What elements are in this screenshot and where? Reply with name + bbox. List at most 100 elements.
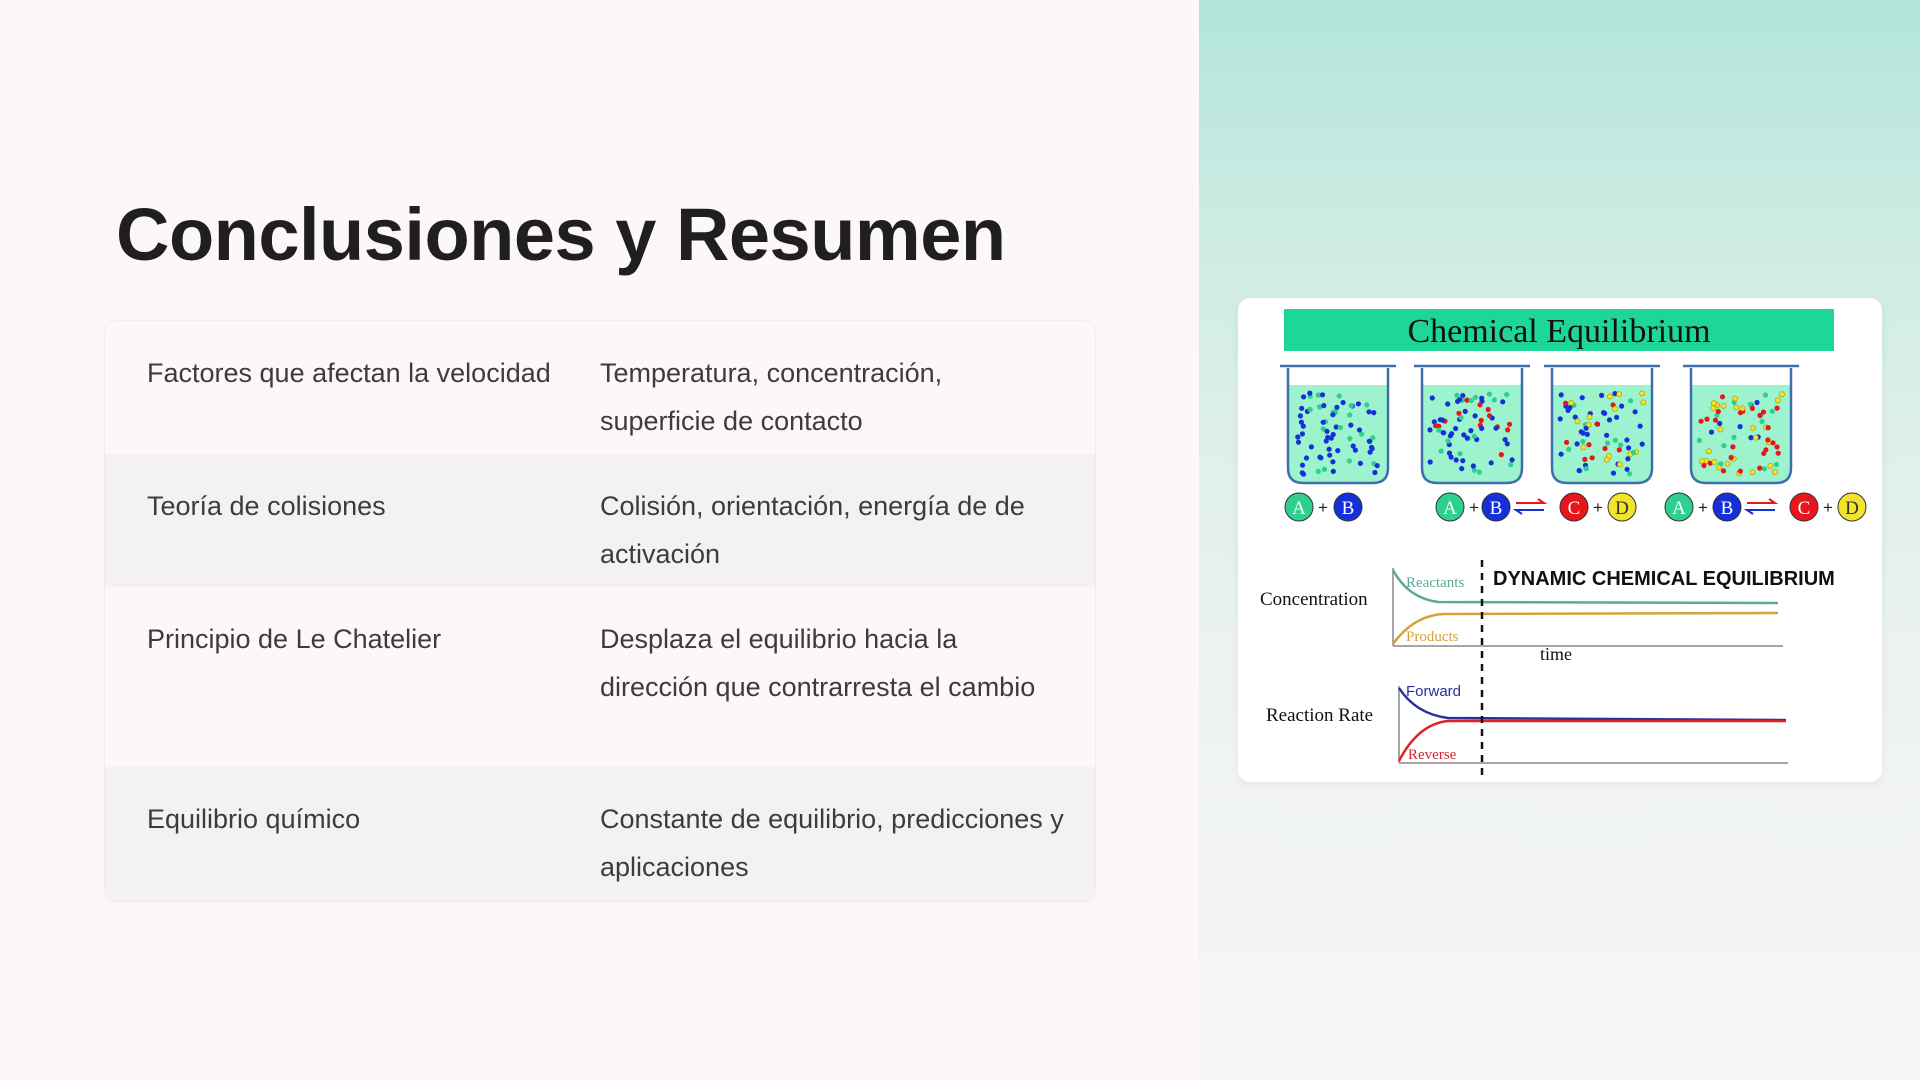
molecule-dot — [1731, 434, 1737, 440]
species-letter: C — [1798, 498, 1811, 519]
molecule-dot — [1724, 460, 1731, 467]
molecule-dot — [1748, 435, 1754, 441]
molecule-dot — [1640, 399, 1647, 406]
molecule-dot — [1307, 406, 1313, 412]
molecule-dot — [1602, 445, 1608, 452]
molecule-dot — [1765, 425, 1771, 431]
molecule-dot — [1460, 393, 1466, 399]
molecule-dot — [1580, 444, 1587, 451]
molecule-dot — [1717, 420, 1723, 427]
molecule-dot — [1698, 458, 1705, 465]
molecule-dot — [1767, 462, 1774, 469]
molecule-dot — [1449, 431, 1455, 437]
molecule-dot — [1488, 460, 1494, 466]
molecule-dot — [1628, 398, 1634, 404]
row-topic: Principio de Le Chatelier — [147, 624, 442, 654]
molecule-dot — [1427, 427, 1433, 433]
molecule-dot — [1433, 423, 1439, 429]
molecule-dot — [1493, 425, 1499, 431]
molecule-dot — [1472, 394, 1478, 400]
species-c-icon: C — [1559, 492, 1589, 522]
molecule-dot — [1586, 414, 1593, 420]
molecule-dot — [1436, 427, 1442, 433]
molecule-dot — [1715, 408, 1721, 415]
molecule-dot — [1370, 435, 1376, 441]
molecule-dot — [1448, 454, 1454, 460]
molecule-dot — [1326, 446, 1332, 452]
molecule-dot — [1568, 399, 1575, 406]
molecule-dot — [1747, 401, 1753, 407]
molecule-dot — [1505, 427, 1511, 433]
row-detail: Temperatura, concentración, superficie d… — [600, 358, 943, 436]
molecule-dot — [1604, 432, 1610, 438]
species-a-icon: A — [1664, 492, 1694, 522]
molecule-dot — [1750, 425, 1756, 432]
species-b-icon: B — [1712, 492, 1742, 522]
molecule-dot — [1612, 391, 1618, 397]
molecule-dot — [1759, 418, 1765, 425]
molecule-dot — [1719, 394, 1726, 400]
molecule-dot — [1619, 403, 1625, 409]
time-label: time — [1540, 644, 1572, 664]
molecule-dot — [1572, 414, 1578, 420]
molecule-dot — [1754, 399, 1760, 406]
species-letter: D — [1845, 498, 1859, 519]
plus-sign: + — [1823, 498, 1833, 517]
molecule-dot — [1457, 451, 1463, 457]
molecule-dot — [1319, 392, 1326, 398]
molecule-dot — [1299, 405, 1305, 411]
molecule-dot — [1558, 392, 1564, 398]
molecule-dot — [1459, 466, 1465, 472]
molecule-dot — [1618, 442, 1624, 448]
molecule-dot — [1485, 406, 1491, 413]
molecule-dot — [1330, 412, 1336, 418]
molecule-dot — [1761, 466, 1767, 472]
row-detail: Colisión, orientación, energía de de act… — [600, 491, 1025, 569]
molecule-dot — [1612, 437, 1618, 443]
molecule-dot — [1453, 425, 1459, 432]
molecule-dot — [1508, 462, 1514, 468]
molecule-dot — [1458, 414, 1464, 421]
molecule-dot — [1749, 405, 1755, 411]
plus-sign: + — [1593, 498, 1603, 517]
species-letter: B — [1721, 498, 1734, 519]
equilibrium-arrows-icon — [1512, 498, 1548, 515]
molecule-dot — [1486, 391, 1492, 397]
molecule-dot — [1340, 399, 1346, 406]
molecule-dot — [1317, 404, 1323, 410]
molecule-dot — [1355, 401, 1361, 407]
table-row: Teoría de colisiones Colisión, orientaci… — [105, 454, 1095, 587]
beaker-solution — [1288, 385, 1388, 483]
molecule-dot — [1604, 440, 1611, 446]
molecule-dot — [1324, 428, 1330, 434]
molecule-dot — [1321, 466, 1327, 472]
forward-label: Forward — [1406, 683, 1461, 700]
molecule-dot — [1372, 469, 1378, 476]
molecule-dot — [1765, 437, 1771, 443]
molecule-dot — [1301, 394, 1307, 400]
molecule-dot — [1770, 440, 1776, 446]
species-d-icon: D — [1607, 492, 1637, 522]
summary-table: Factores que afectan la velocidad Temper… — [105, 321, 1095, 901]
molecule-dot — [1346, 458, 1352, 464]
species-b-icon: B — [1481, 492, 1511, 522]
molecule-dot — [1584, 431, 1590, 437]
molecule-dot — [1762, 392, 1769, 398]
molecule-dot — [1708, 429, 1715, 435]
molecule-dot — [1625, 456, 1631, 462]
species-letter: A — [1672, 498, 1686, 519]
molecule-dot — [1607, 393, 1613, 400]
molecule-dot — [1504, 392, 1510, 398]
molecule-dot — [1639, 390, 1646, 397]
molecule-dot — [1574, 441, 1580, 447]
species-letter: B — [1490, 498, 1503, 519]
table-row: Equilibrio químico Constante de equilibr… — [105, 767, 1095, 901]
molecule-dot — [1333, 424, 1339, 430]
molecule-dot — [1470, 463, 1476, 469]
molecule-dot — [1462, 408, 1468, 414]
reactants-label: Reactants — [1406, 575, 1464, 591]
molecule-dot — [1321, 403, 1327, 409]
molecule-dot — [1509, 457, 1515, 463]
molecule-dot — [1580, 438, 1586, 445]
